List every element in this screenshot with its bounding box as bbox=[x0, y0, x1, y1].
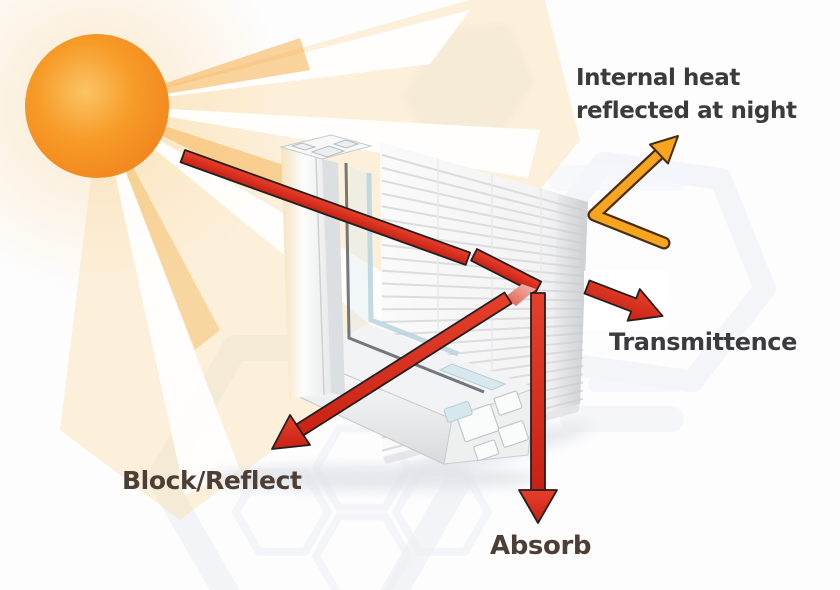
block-reflect-label: Block/Reflect bbox=[122, 466, 302, 495]
sun-icon bbox=[25, 34, 169, 178]
internal-heat-line1: Internal heat bbox=[576, 65, 740, 91]
red-down-left-arrow bbox=[271, 284, 536, 450]
red-down-arrow bbox=[518, 292, 558, 524]
red-sunlight-beam-arrow bbox=[179, 149, 543, 295]
transmittence-label: Transmittence bbox=[609, 328, 797, 356]
red-right-arrow bbox=[583, 271, 668, 329]
orange-bounce-arrow bbox=[587, 135, 679, 250]
window-frame-cross-section bbox=[200, 134, 540, 491]
internal-heat-label: Internal heat reflected at night bbox=[576, 62, 797, 128]
absorb-label: Absorb bbox=[490, 531, 592, 561]
internal-heat-line2: reflected at night bbox=[576, 98, 797, 124]
